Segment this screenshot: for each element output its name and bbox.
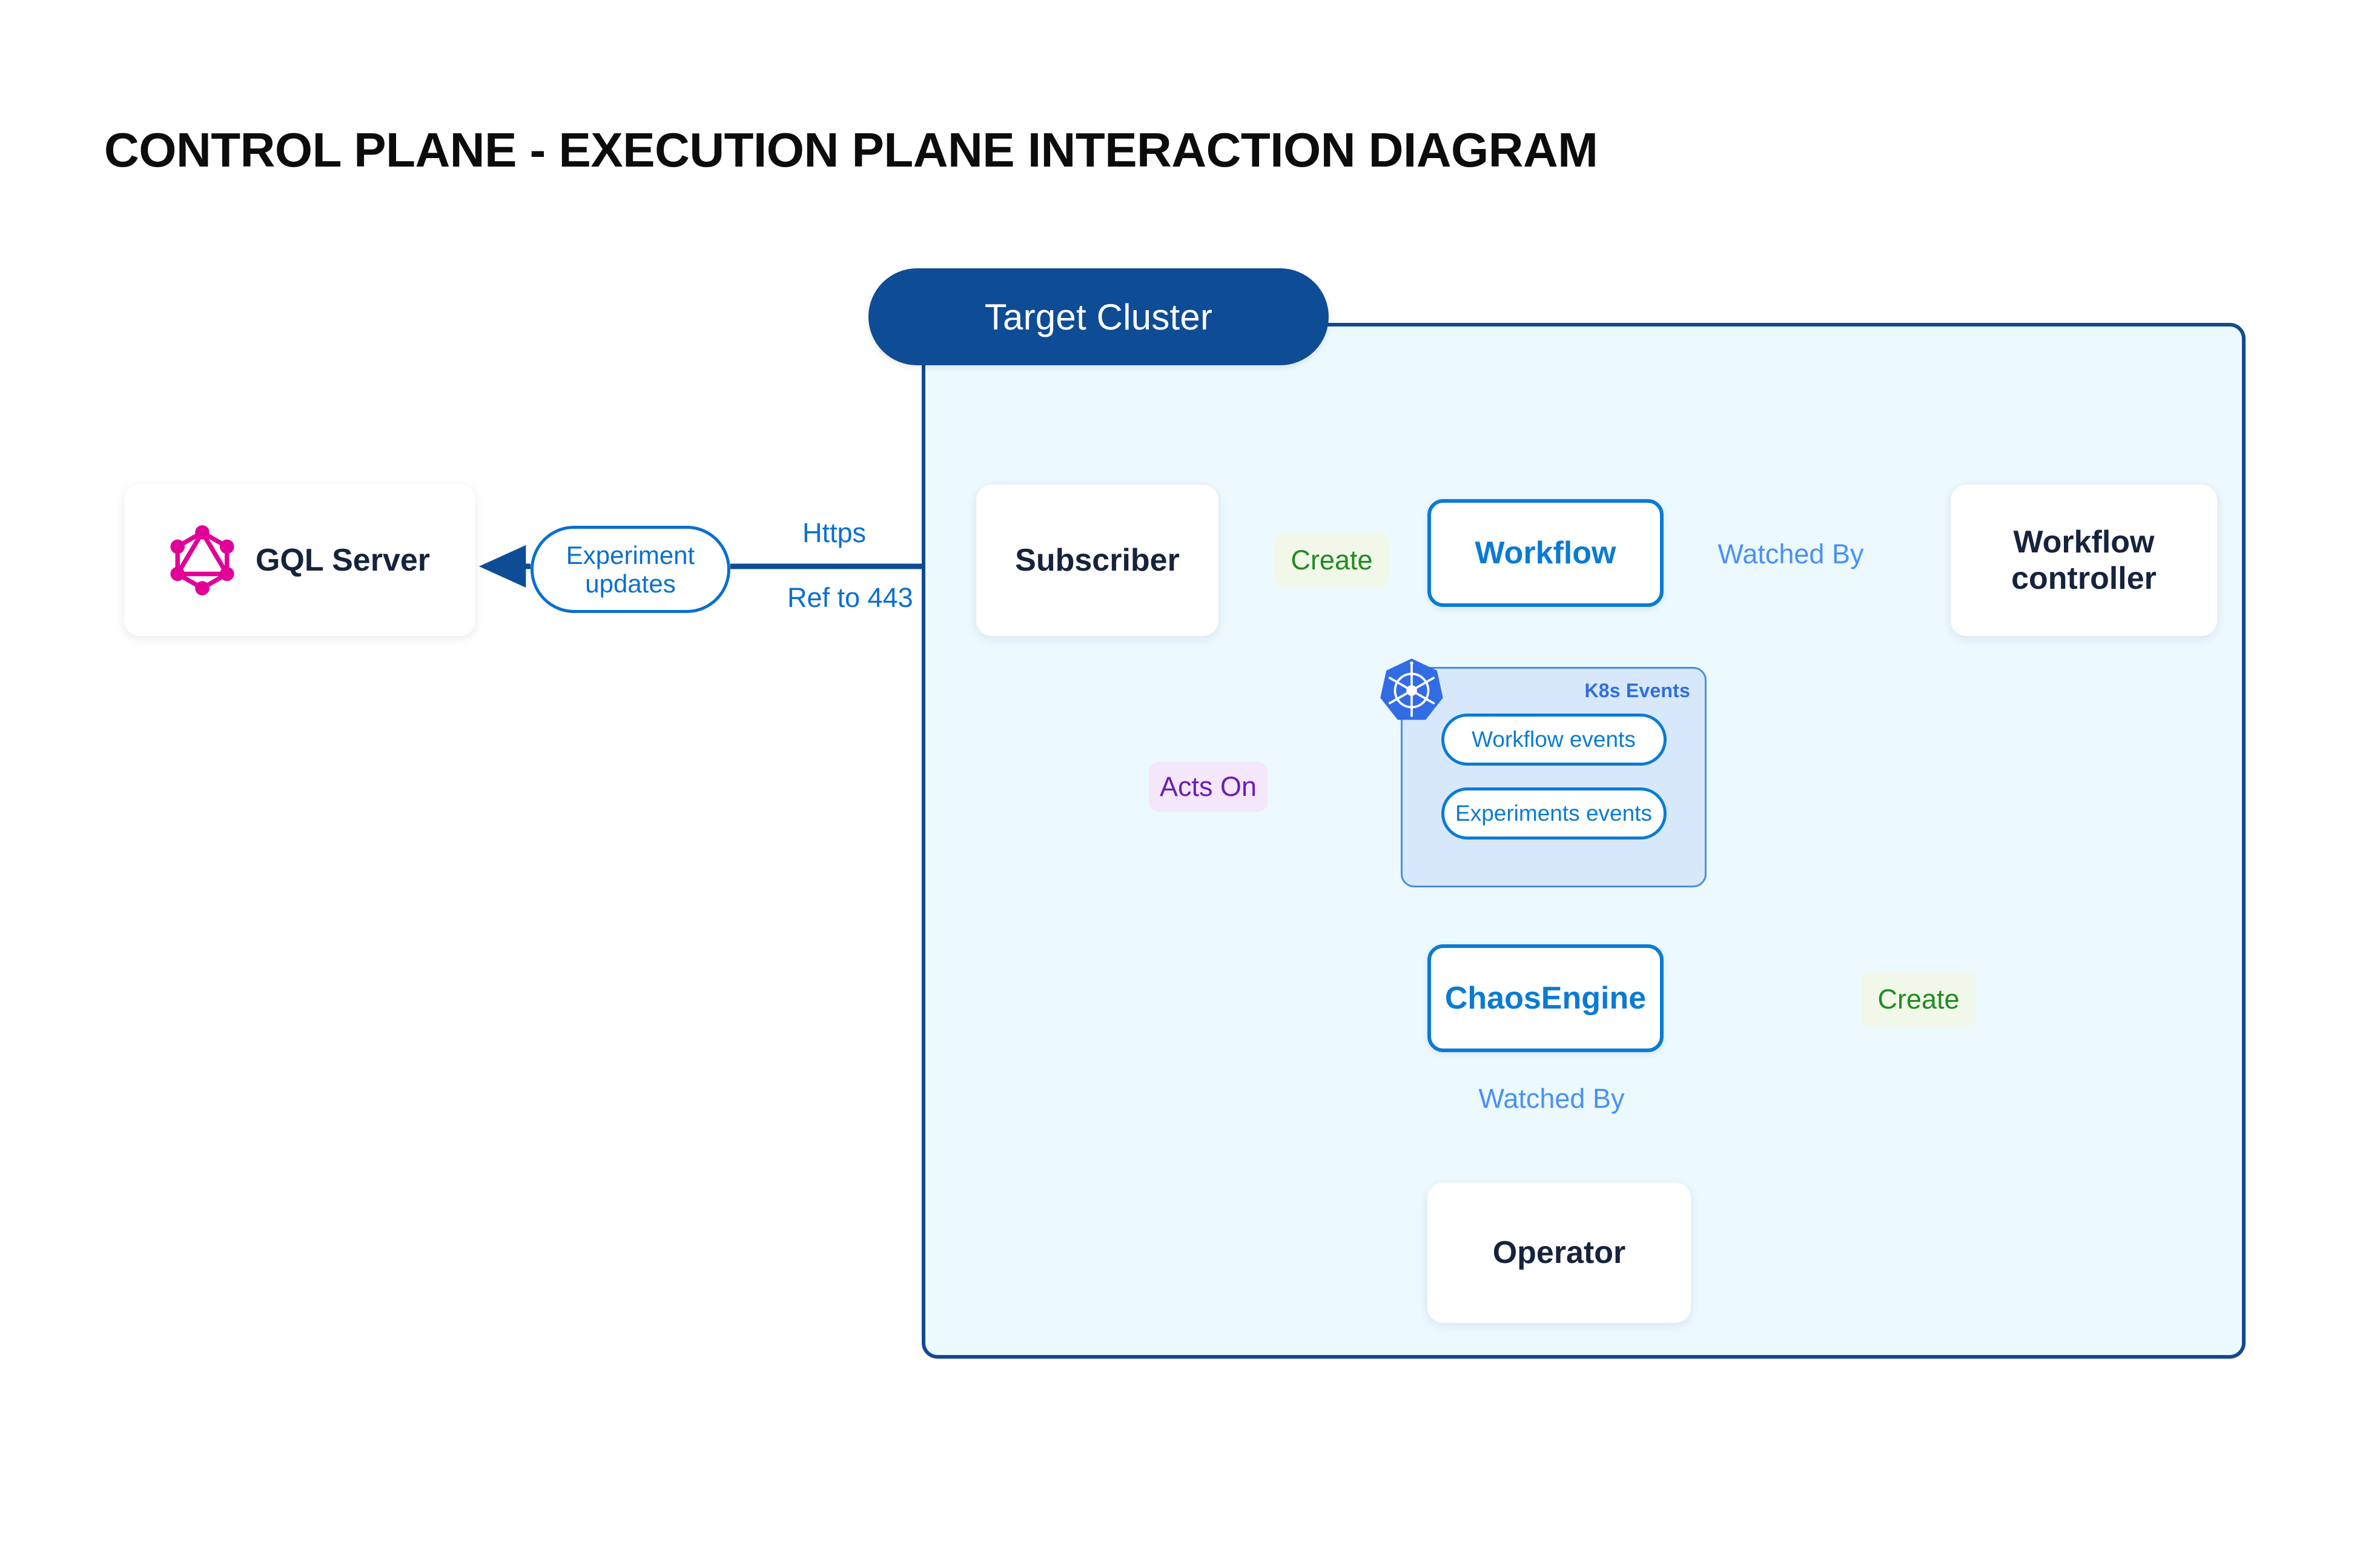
pill-workflow-events-label: Workflow events [1472, 727, 1636, 752]
graphql-icon [170, 525, 235, 596]
node-workflow-controller-label-line2: controller [2011, 561, 2157, 596]
node-subscriber-label: Subscriber [1015, 542, 1180, 578]
experiment-updates-line1: Experiment [566, 540, 695, 569]
node-workflow[interactable]: Workflow [1427, 499, 1664, 607]
node-chaosengine[interactable]: ChaosEngine [1427, 944, 1664, 1052]
node-workflow-label: Workflow [1475, 535, 1616, 571]
edge-label-ref-to-443: Ref to 443 [787, 581, 913, 613]
pill-experiments-events-label: Experiments events [1455, 801, 1652, 826]
kubernetes-icon [1378, 657, 1445, 724]
page-title: CONTROL PLANE - EXECUTION PLANE INTERACT… [104, 123, 1598, 177]
node-operator-label: Operator [1492, 1234, 1626, 1270]
edge-label-experiment-updates: Experiment updates [531, 526, 730, 613]
pill-experiments-events[interactable]: Experiments events [1441, 787, 1667, 840]
edge-label-watched-by-controller: Watched By [1717, 538, 1864, 569]
edge-label-watched-by-operator: Watched By [1478, 1082, 1625, 1114]
k8s-events-group: K8s Events Workflow events Experiments e… [1401, 667, 1707, 887]
target-cluster-label: Target Cluster [984, 296, 1213, 337]
node-gql-server[interactable]: GQL Server [124, 485, 475, 636]
target-cluster-header[interactable]: Target Cluster [868, 268, 1329, 365]
node-gql-server-label: GQL Server [255, 542, 431, 578]
edge-label-create-workflow: Create [1274, 533, 1389, 588]
edge-label-acts-on: Acts On [1149, 762, 1268, 812]
node-workflow-controller-label: Workflow controller [2011, 524, 2157, 597]
node-workflow-controller[interactable]: Workflow controller [1951, 485, 2217, 636]
k8s-events-title: K8s Events [1584, 680, 1690, 701]
node-workflow-controller-label-line1: Workflow [2013, 524, 2155, 560]
node-chaosengine-label: ChaosEngine [1444, 980, 1647, 1016]
node-operator[interactable]: Operator [1427, 1182, 1691, 1323]
edge-label-create-chaosengine: Create [1861, 972, 1976, 1027]
pill-workflow-events[interactable]: Workflow events [1441, 714, 1667, 766]
experiment-updates-line2: updates [585, 569, 676, 598]
edge-label-experiment-updates-text: Experiment updates [566, 541, 695, 598]
edge-label-https: Https [802, 517, 867, 548]
node-subscriber[interactable]: Subscriber [976, 485, 1218, 636]
